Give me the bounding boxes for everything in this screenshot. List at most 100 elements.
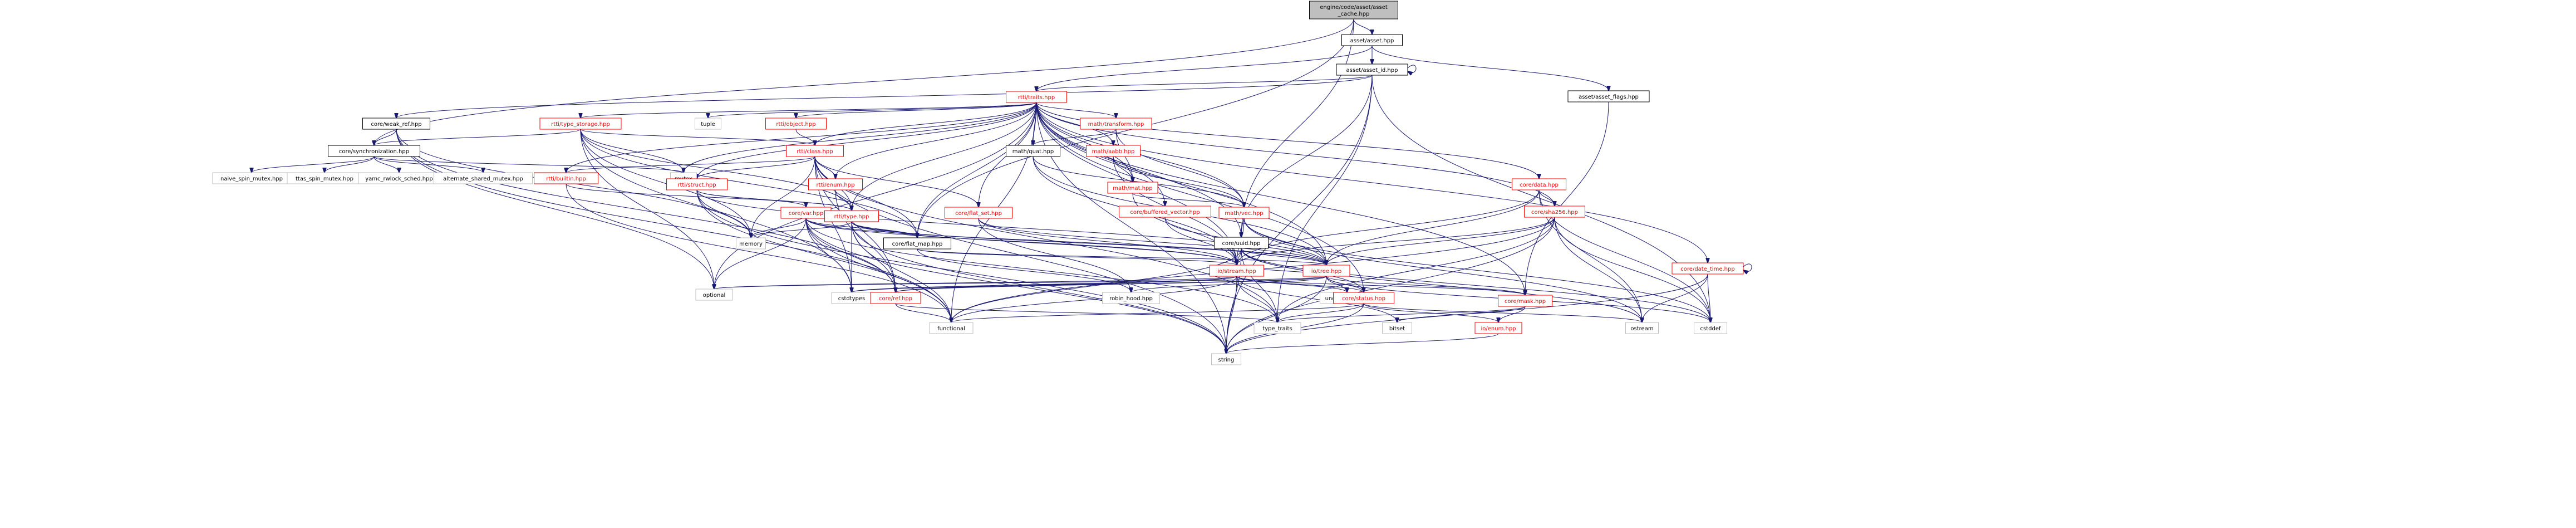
node-rtti-struct[interactable]: rtti/struct.hpp xyxy=(666,178,727,190)
node-functional: functional xyxy=(929,322,974,334)
node-robin-hood: robin_hood.hpp xyxy=(1102,292,1160,304)
node-box xyxy=(1672,262,1744,275)
edge-rtti-traits-to-core-flat-map xyxy=(917,102,1037,238)
edge-io-stream-to-core-status xyxy=(1236,276,1364,292)
edge-core-sync-to-alt-shared xyxy=(373,156,483,173)
node-core-data[interactable]: core/data.hpp xyxy=(1512,178,1566,190)
edge-rtti-class-to-memory xyxy=(751,156,815,238)
edge-math-transform-to-math-vec xyxy=(1115,129,1244,207)
edge-io-tree-to-string xyxy=(1226,276,1327,354)
node-box xyxy=(786,145,844,157)
edge-io-tree-to-core-ref xyxy=(896,276,1327,292)
edge-core-var-to-memory xyxy=(751,218,807,238)
edge-rtti-struct-to-memory xyxy=(696,189,751,238)
edge-io-tree-to-core-mask xyxy=(1326,276,1525,295)
edge-rtti-traits-to-core-date-time xyxy=(1036,102,1708,263)
node-type-storage[interactable]: rtti/type_storage.hpp xyxy=(539,118,622,130)
edge-rtti-traits-to-rtti-object xyxy=(796,102,1037,118)
edge-rtti-traits-to-rtti-class xyxy=(815,102,1037,145)
node-bitset: bitset xyxy=(1382,322,1412,334)
edge-core-flat-set-to-io-stream xyxy=(978,218,1237,265)
node-label: ttas_spin_mutex.hpp xyxy=(296,176,353,182)
node-label: math/vec.hpp xyxy=(1225,211,1263,217)
node-io-enum[interactable]: io/enum.hpp xyxy=(1474,322,1522,334)
node-rtti-object[interactable]: rtti/object.hpp xyxy=(765,118,827,130)
node-box xyxy=(1382,322,1412,334)
node-rtti-type[interactable]: rtti/type.hpp xyxy=(824,210,879,222)
node-asset-hpp[interactable]: asset/asset.hpp xyxy=(1341,34,1403,46)
edge-rtti-type-to-io-tree xyxy=(851,221,1326,265)
edge-io-enum-to-string xyxy=(1226,333,1499,354)
node-label: core/synchronization.hpp xyxy=(339,149,409,155)
node-naive-spin: naive_spin_mutex.hpp xyxy=(212,172,291,184)
node-core-flat-map[interactable]: core/flat_map.hpp xyxy=(883,237,951,250)
edge-rtti-traits-to-type-storage xyxy=(581,102,1037,118)
node-rtti-enum[interactable]: rtti/enum.hpp xyxy=(808,178,863,190)
node-core-flat-set[interactable]: core/flat_set.hpp xyxy=(945,207,1012,219)
node-label: type_traits xyxy=(1262,326,1292,332)
node-label: yamc_rwlock_sched.hpp xyxy=(365,176,433,182)
edge-rtti-type-to-memory xyxy=(751,221,852,238)
node-core-status[interactable]: core/status.hpp xyxy=(1333,292,1394,304)
node-label: core/uuid.hpp xyxy=(1222,241,1260,247)
edge-root-to-asset-hpp xyxy=(1353,18,1372,35)
node-math-vec[interactable]: math/vec.hpp xyxy=(1218,207,1270,219)
node-alt-shared: alternate_shared_mutex.hpp xyxy=(434,172,533,184)
node-box xyxy=(1006,145,1060,157)
node-box xyxy=(328,145,420,157)
node-asset-id[interactable]: asset/asset_id.hpp xyxy=(1336,63,1408,76)
node-box xyxy=(929,322,974,334)
edge-asset-flags-to-core-mask xyxy=(1525,101,1609,295)
node-math-quat[interactable]: math/quat.hpp xyxy=(1006,145,1060,157)
node-core-sha256[interactable]: core/sha256.hpp xyxy=(1524,206,1585,218)
node-label: rtti/builtin.hpp xyxy=(546,176,586,182)
node-core-sync[interactable]: core/synchronization.hpp xyxy=(328,145,420,157)
node-math-aabb[interactable]: math/aabb.hpp xyxy=(1086,145,1140,157)
edge-core-mask-to-io-enum xyxy=(1498,306,1526,322)
node-core-date-time[interactable]: core/date_time.hpp xyxy=(1672,262,1744,275)
edge-weak-ref-to-core-ref xyxy=(396,129,896,292)
node-io-stream[interactable]: io/stream.hpp xyxy=(1210,265,1264,277)
node-rtti-class[interactable]: rtti/class.hpp xyxy=(786,145,844,157)
node-core-ref[interactable]: core/ref.hpp xyxy=(870,292,921,304)
edge-core-sha256-to-io-tree xyxy=(1326,217,1555,265)
node-label: alternate_shared_mutex.hpp xyxy=(443,176,523,182)
node-label: string xyxy=(1218,357,1235,363)
edge-rtti-object-to-rtti-class xyxy=(795,129,815,145)
node-core-uuid[interactable]: core/uuid.hpp xyxy=(1214,237,1269,249)
edge-asset-id-to-cstddef xyxy=(1371,75,1710,322)
edge-rtti-traits-to-rtti-builtin xyxy=(566,102,1037,173)
node-label: bitset xyxy=(1389,326,1405,332)
node-math-transform[interactable]: math/transform.hpp xyxy=(1080,118,1152,130)
node-rtti-traits[interactable]: rtti/traits.hpp xyxy=(1006,91,1067,103)
edge-core-sha256-to-type-traits xyxy=(1277,217,1555,322)
node-io-tree[interactable]: io/tree.hpp xyxy=(1302,265,1350,277)
edge-rtti-traits-to-rtti-type xyxy=(852,102,1037,211)
node-box xyxy=(808,178,863,190)
edge-rtti-traits-to-tuple xyxy=(708,102,1037,118)
node-rtti-builtin[interactable]: rtti/builtin.hpp xyxy=(534,172,598,184)
node-asset-flags[interactable]: asset/asset_flags.hpp xyxy=(1567,90,1650,102)
edge-rtti-traits-to-optional xyxy=(714,102,1037,289)
node-cstdtypes: cstdtypes xyxy=(831,292,872,304)
edge-core-data-to-core-sha256 xyxy=(1538,189,1555,206)
node-root[interactable]: engine/code/asset/asset_cache.hpp xyxy=(1309,1,1398,19)
node-box xyxy=(883,237,951,250)
edge-root-to-core-sync xyxy=(374,18,1354,145)
edge-core-ref-to-type-traits xyxy=(895,303,1277,322)
edge-rtti-type-to-functional xyxy=(851,221,951,322)
node-core-buffered[interactable]: core/buffered_vector.hpp xyxy=(1119,206,1211,218)
edge-rtti-struct-to-functional xyxy=(696,189,951,322)
node-box xyxy=(1218,207,1270,219)
edge-core-status-to-functional xyxy=(951,303,1364,322)
edge-core-uuid-to-type-traits xyxy=(1241,248,1277,322)
edge-type-storage-to-mutex xyxy=(580,129,684,173)
node-box xyxy=(666,178,727,190)
node-box xyxy=(945,207,1012,219)
node-core-var[interactable]: core/var.hpp xyxy=(780,207,832,219)
edge-asset-id-to-rtti-traits xyxy=(1036,75,1373,91)
node-core-mask[interactable]: core/mask.hpp xyxy=(1498,295,1552,307)
node-math-mat[interactable]: math/mat.hpp xyxy=(1107,182,1158,194)
node-weak-ref[interactable]: core/weak_ref.hpp xyxy=(362,118,430,130)
node-label: rtti/struct.hpp xyxy=(677,182,716,188)
